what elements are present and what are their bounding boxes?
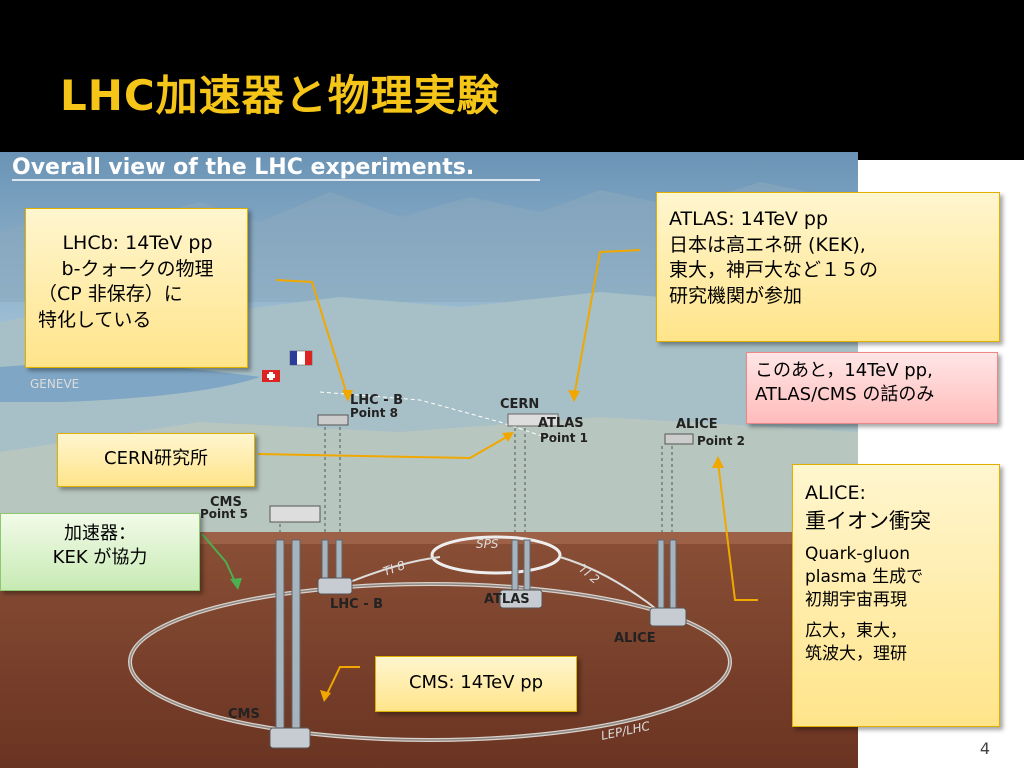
lhcb-callout-line3: （CP 非保存）に: [38, 283, 183, 306]
atlas-surface-label: ATLAS: [538, 416, 584, 431]
cms-callout-text: CMS: 14TeV pp: [408, 672, 544, 693]
cms-cavern-label: CMS: [228, 707, 260, 722]
cms-surface-label: CMS: [210, 495, 242, 510]
atlas-callout: ATLAS: 14TeV pp 日本は高エネ研 (KEK), 東大，神戸大など１…: [656, 192, 1000, 342]
cern-arrow: [257, 434, 511, 460]
atlas-callout-line1: ATLAS: 14TeV pp: [669, 208, 829, 230]
lhcb-surface-label: LHC - B: [350, 393, 403, 408]
accelerator-arrow: [201, 533, 237, 585]
atlas-callout-line4: 研究機関が参加: [669, 284, 803, 307]
cern-callout: CERN研究所: [57, 433, 255, 487]
alice-callout-line7: 筑波大，理研: [805, 643, 907, 664]
atlas-arrow: [573, 249, 641, 398]
alice-surface-label: ALICE: [676, 417, 718, 432]
alice-callout-line2: 重イオン衝突: [805, 508, 931, 533]
alice-arrow: [717, 461, 758, 601]
point8-label: Point 8: [350, 406, 398, 420]
lhcb-callout-line4: 特化している: [38, 308, 152, 331]
lhcb-arrow: [275, 279, 349, 399]
sps-ring: [430, 535, 562, 575]
accelerator-callout-line1: 加速器：: [64, 523, 136, 544]
sps-label: SPS: [476, 537, 499, 551]
alice-callout: ALICE: 重イオン衝突 Quark-gluon plasma 生成で 初期宇…: [792, 464, 1000, 727]
point1-label: Point 1: [540, 431, 588, 445]
note-callout-line2: ATLAS/CMS の話のみ: [755, 384, 935, 406]
geneve-label: GENEVE: [30, 377, 79, 391]
title-bar: [0, 0, 1024, 160]
point2-label: Point 2: [697, 434, 745, 448]
alice-callout-line3: Quark-gluon: [805, 543, 911, 564]
alice-callout-line1: ALICE:: [805, 482, 866, 504]
note-callout-line1: このあと，14TeV pp,: [755, 360, 933, 381]
alice-callout-line5: 初期宇宙再現: [805, 589, 907, 610]
cms-callout: CMS: 14TeV pp: [375, 656, 577, 712]
figure-caption: Overall view of the LHC experiments.: [12, 155, 474, 180]
lhcb-callout-line1: LHCb: 14TeV pp: [62, 232, 213, 254]
atlas-callout-line3: 東大，神戸大など１５の: [669, 259, 879, 282]
atlas-callout-line2: 日本は高エネ研 (KEK),: [669, 233, 866, 256]
slide-title: LHC加速器と物理実験: [60, 71, 500, 120]
atlas-cavern-label: ATLAS: [484, 592, 530, 607]
note-callout: このあと，14TeV pp, ATLAS/CMS の話のみ: [746, 352, 998, 424]
alice-cavern-label: ALICE: [614, 631, 656, 646]
cern-callout-text: CERN研究所: [104, 448, 208, 469]
lhcb-callout: LHCb: 14TeV pp b-クォークの物理 （CP 非保存）に 特化してい…: [25, 208, 248, 368]
page-number: 4: [979, 739, 990, 758]
alice-callout-line4: plasma 生成で: [805, 566, 924, 587]
lhcb-cavern-label: LHC - B: [330, 597, 383, 612]
alice-callout-line6: 広大，東大，: [805, 620, 907, 641]
accelerator-callout: 加速器： KEK が協力: [0, 513, 200, 591]
cern-label: CERN: [500, 397, 539, 412]
point5-label: Point 5: [200, 507, 248, 521]
lhcb-callout-line2: b-クォークの物理: [61, 257, 214, 280]
accelerator-callout-line2: KEK が協力: [52, 547, 148, 569]
cms-arrow: [325, 666, 360, 697]
